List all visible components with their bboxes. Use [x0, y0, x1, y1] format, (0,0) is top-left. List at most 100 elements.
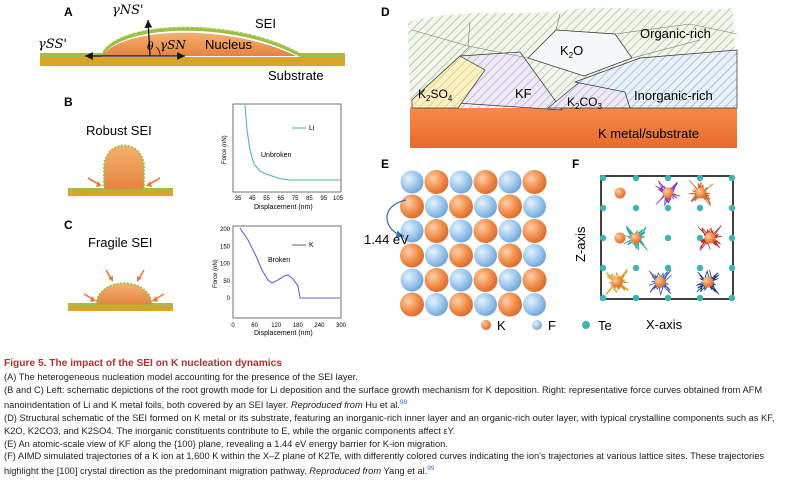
atom-legend: K F Te [481, 318, 612, 333]
f-atom [523, 195, 546, 218]
sei-layer [40, 26, 345, 57]
c-arrow-top-left-head [108, 276, 113, 282]
chart-b-frame [232, 103, 342, 193]
f-atom [449, 170, 473, 194]
label-k2so4: K2SO4 [418, 87, 453, 103]
chart-b-ylabel: Force (nN) [222, 135, 228, 164]
label-sei: SEI [255, 16, 276, 31]
f-atom [400, 268, 424, 292]
label-k2o: K2O [560, 43, 583, 60]
chart-b-xtick: 105 [333, 196, 344, 202]
theta-arc [155, 46, 161, 57]
chart-c-ytick: 50 [223, 279, 230, 285]
b-nucleus [103, 144, 145, 191]
te-atom [696, 294, 704, 302]
te-atom [632, 174, 640, 182]
te-atom [664, 204, 672, 212]
nucleus-dome [102, 32, 296, 56]
f-atom [425, 195, 448, 218]
chart-c-ytick: 100 [220, 262, 231, 268]
te-atom [599, 204, 607, 212]
chart-c-frame [232, 225, 342, 319]
chart-c-ytick: 150 [220, 244, 231, 250]
caption-f-sup[interactable]: 99 [427, 465, 435, 473]
k-ion [662, 187, 674, 199]
chart-b-annotation: Unbroken [261, 152, 291, 159]
te-atom [728, 204, 736, 212]
label-inorganic: Inorganic-rich [634, 88, 713, 103]
caption-bc-sup[interactable]: 98 [399, 398, 408, 406]
te-atom [599, 294, 607, 302]
k-atom [473, 219, 498, 243]
f-atom [449, 268, 473, 292]
chart-c-xtick: 240 [314, 323, 325, 329]
f-atom [523, 244, 546, 267]
te-atom [728, 264, 736, 272]
k-ion [614, 232, 626, 244]
f-atom [425, 244, 448, 267]
k-atom [449, 194, 473, 219]
k-ion [695, 187, 707, 199]
grain-lines [411, 13, 738, 59]
label-theta: θ [147, 40, 154, 53]
caption-f-reproduced: Reproduced from [309, 466, 382, 477]
caption-bc-ref: Hu et al. [365, 399, 400, 410]
caption-bc-reproduced: Reproduced from [290, 399, 363, 410]
chart-b-xtick: 55 [263, 196, 270, 202]
label-substrate: Substrate [268, 68, 324, 83]
legend-k: K [497, 318, 506, 333]
chart-b-series-li [244, 104, 340, 181]
f-atom [498, 219, 522, 243]
chart-c-ytick: 200 [220, 227, 231, 233]
k-ion [614, 187, 626, 199]
panel-a-letter: A [64, 5, 73, 19]
label-k2co3: K2CO3 [567, 95, 602, 111]
k-atom [522, 219, 547, 243]
k-ion [702, 276, 714, 288]
xaxis-label: X-axis [646, 317, 683, 332]
chart-c-ytick: 0 [227, 296, 231, 302]
chart-c-xtick: 0 [231, 323, 235, 329]
sei-dots [101, 26, 301, 54]
panel-d: D Organic-rich K2O K2SO4 KF K2CO3 Inorga… [381, 5, 738, 148]
k-atom [400, 292, 424, 317]
k-ion [611, 276, 623, 288]
f-atom [523, 293, 546, 316]
legend-k-marker [481, 320, 491, 330]
chart-b-xtick: 95 [320, 196, 327, 202]
caption-d: (D) Structural schematic of the SEI form… [4, 412, 775, 436]
migration-arrow [386, 199, 407, 239]
robust-sei-title: Robust SEI [86, 123, 152, 138]
b-substrate [68, 190, 173, 196]
label-gamma-ss: γSS' [38, 37, 67, 52]
k-atom [400, 194, 424, 219]
chart-b-xtick: 75 [292, 196, 299, 202]
k-atom [522, 268, 547, 292]
k-atom [449, 243, 473, 268]
k-atom [473, 170, 498, 194]
f-atom [400, 219, 424, 243]
te-atom [632, 294, 640, 302]
energy-label: 1.44 eV [364, 232, 409, 247]
chart-b-legend: Li [309, 125, 315, 132]
kf-lattice [400, 170, 547, 317]
metal-substrate [410, 108, 737, 148]
f-atom [474, 244, 497, 267]
f-atom [498, 268, 522, 292]
te-atom [696, 264, 704, 272]
panel-b-letter: B [64, 95, 73, 109]
b-arrow-right-head [146, 181, 152, 187]
substrate-bar [40, 57, 345, 66]
zaxis-label: Z-axis [573, 226, 588, 262]
f-atoms [599, 174, 736, 302]
k-ion [704, 232, 716, 244]
caption-f-ref: Yang et al. [383, 466, 428, 477]
c-substrate [68, 305, 173, 311]
te-atom [599, 234, 607, 242]
chart-b-xlabel: Displacement (nm) [254, 204, 313, 211]
b-arrow-left-head [96, 181, 102, 187]
k-atom [400, 243, 424, 268]
caption-bc: (B and C) Left: schematic depictions of … [4, 384, 796, 412]
